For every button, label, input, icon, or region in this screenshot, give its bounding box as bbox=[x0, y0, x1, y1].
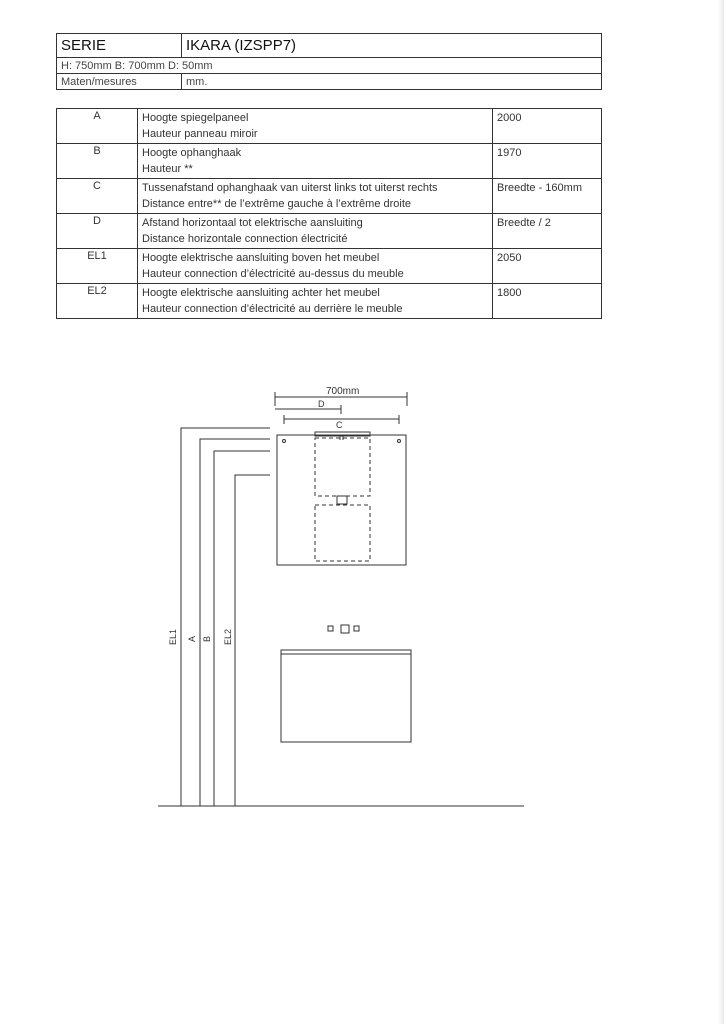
hook-hole-left bbox=[282, 439, 286, 443]
header-table: SERIE IKARA (IZSPP7) H: 750mm B: 700mm D… bbox=[56, 33, 602, 90]
upper-dashed-compartment bbox=[314, 437, 371, 497]
spec-description: Hoogte elektrische aansluiting achter he… bbox=[137, 283, 493, 319]
spec-value: 2050 bbox=[492, 248, 602, 284]
mirror-panel bbox=[276, 434, 407, 566]
socket-center-icon bbox=[340, 624, 350, 634]
el2-height-line bbox=[234, 474, 270, 806]
spec-nl: Hoogte spiegelpaneel bbox=[142, 112, 249, 124]
spec-nl: Afstand horizontaal tot elektrische aans… bbox=[142, 217, 363, 229]
spec-code: A bbox=[56, 108, 138, 144]
hook-hole-right bbox=[397, 439, 401, 443]
a-label: A bbox=[187, 636, 197, 642]
spec-code: C bbox=[56, 178, 138, 214]
serie-label: SERIE bbox=[56, 33, 182, 58]
socket-right-icon bbox=[353, 625, 360, 632]
spec-description: Tussenafstand ophanghaak van uiterst lin… bbox=[137, 178, 493, 214]
d-label: D bbox=[318, 399, 325, 409]
b-label: B bbox=[202, 636, 212, 642]
units-value: mm. bbox=[181, 73, 602, 90]
spec-fr: Distance horizontale connection électric… bbox=[142, 233, 348, 245]
spec-fr: Hauteur connection d’électricité au derr… bbox=[142, 303, 403, 315]
el1-height-line bbox=[180, 427, 270, 806]
spec-value: Breedte - 160mm bbox=[492, 178, 602, 214]
spec-nl: Hoogte ophanghaak bbox=[142, 147, 242, 159]
spec-fr: Hauteur connection d’électricité au-dess… bbox=[142, 268, 404, 280]
spec-nl: Tussenafstand ophanghaak van uiterst lin… bbox=[142, 182, 438, 194]
cabinet-outline bbox=[280, 649, 412, 743]
units-label: Maten/mesures bbox=[56, 73, 182, 90]
lower-dashed-compartment bbox=[314, 504, 371, 562]
spec-row: D Afstand horizontaal tot elektrische aa… bbox=[56, 213, 602, 249]
b-height-line bbox=[213, 450, 270, 806]
spec-row: C Tussenafstand ophanghaak van uiterst l… bbox=[56, 178, 602, 214]
spec-description: Hoogte elektrische aansluiting boven het… bbox=[137, 248, 493, 284]
c-label: C bbox=[336, 420, 343, 430]
spec-nl: Hoogte elektrische aansluiting achter he… bbox=[142, 287, 380, 299]
page-edge-shadow bbox=[718, 0, 724, 1024]
spec-fr: Hauteur ** bbox=[142, 163, 193, 175]
width-label: 700mm bbox=[326, 386, 359, 397]
spec-row: EL2 Hoogte elektrische aansluiting achte… bbox=[56, 283, 602, 319]
spec-nl: Hoogte elektrische aansluiting boven het… bbox=[142, 252, 380, 264]
spec-value: 2000 bbox=[492, 108, 602, 144]
a-height-line bbox=[199, 438, 270, 806]
socket-left-icon bbox=[327, 625, 334, 632]
spec-fr: Hauteur panneau miroir bbox=[142, 128, 258, 140]
spec-value: Breedte / 2 bbox=[492, 213, 602, 249]
spec-code: D bbox=[56, 213, 138, 249]
spec-description: Afstand horizontaal tot elektrische aans… bbox=[137, 213, 493, 249]
el1-label: EL1 bbox=[168, 629, 178, 645]
spec-fr: Distance entre** de l’extrême gauche à l… bbox=[142, 198, 412, 210]
center-connector bbox=[336, 495, 348, 505]
spec-value: 1800 bbox=[492, 283, 602, 319]
el2-label: EL2 bbox=[223, 629, 233, 645]
